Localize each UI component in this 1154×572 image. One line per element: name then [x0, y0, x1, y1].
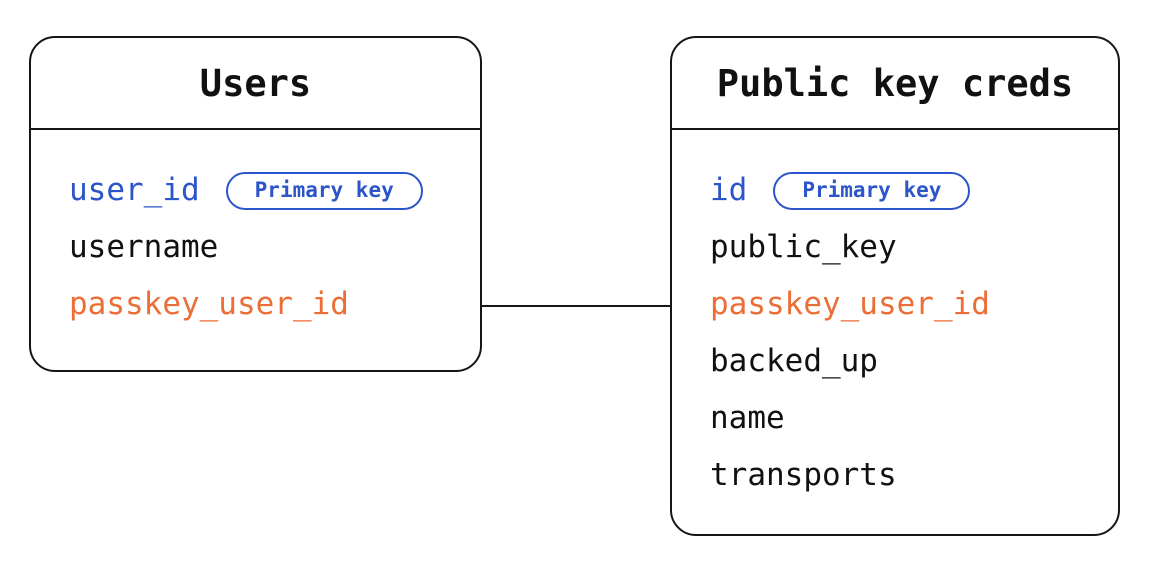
- field-row: passkey_user_id: [31, 276, 480, 333]
- field-name: passkey_user_id: [69, 286, 349, 322]
- field-name: username: [69, 229, 219, 265]
- field-name: user_id: [69, 172, 200, 208]
- field-list: user_id Primary key username passkey_use…: [31, 130, 480, 333]
- table-users[interactable]: Users user_id Primary key username passk…: [29, 36, 482, 372]
- primary-key-badge: Primary key: [773, 171, 971, 210]
- table-header: Public key creds: [672, 38, 1118, 130]
- field-row: backed_up: [672, 333, 1118, 390]
- field-row: name: [672, 390, 1118, 447]
- table-public-key-creds[interactable]: Public key creds id Primary key public_k…: [670, 36, 1120, 536]
- primary-key-badge: Primary key: [225, 171, 423, 210]
- field-row: public_key: [672, 219, 1118, 276]
- field-list: id Primary key public_key passkey_user_i…: [672, 130, 1118, 504]
- field-name: public_key: [710, 229, 897, 265]
- table-title: Public key creds: [716, 61, 1074, 105]
- field-name: passkey_user_id: [710, 286, 990, 322]
- table-header: Users: [31, 38, 480, 130]
- field-name: backed_up: [710, 343, 878, 379]
- table-title: Users: [199, 61, 312, 105]
- relation-line[interactable]: [482, 305, 670, 307]
- field-name: transports: [710, 457, 897, 493]
- field-name: id: [710, 172, 748, 208]
- field-row: passkey_user_id: [672, 276, 1118, 333]
- field-row: username: [31, 219, 480, 276]
- field-row: transports: [672, 447, 1118, 504]
- field-row: id Primary key: [672, 162, 1118, 219]
- field-name: name: [710, 400, 785, 436]
- field-row: user_id Primary key: [31, 162, 480, 219]
